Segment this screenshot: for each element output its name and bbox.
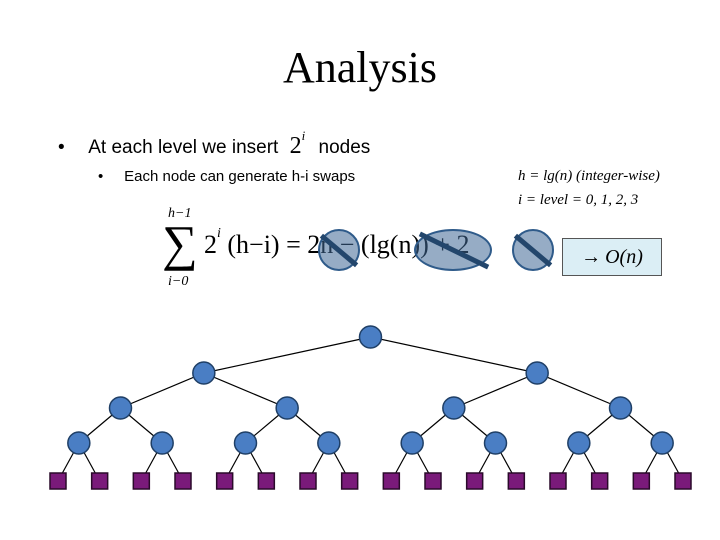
tree-node <box>317 431 341 455</box>
tree-node <box>358 325 383 349</box>
bullet-text: At each level we insert <box>88 137 279 158</box>
strike-circle-2 <box>414 229 492 271</box>
tree-leaf <box>257 472 276 490</box>
tree-edge <box>203 372 288 409</box>
tree-leaf <box>424 472 442 490</box>
bullet-marker: • <box>58 137 65 158</box>
tree-node <box>275 396 299 420</box>
tree-leaf <box>674 472 692 490</box>
arrow-icon: → <box>581 245 602 268</box>
power-expression: 2i <box>289 128 306 159</box>
tree-node <box>608 396 633 420</box>
tree-leaf <box>215 472 234 490</box>
tree-leaf <box>632 472 651 490</box>
tree-node <box>525 361 549 385</box>
height-note: h = lg(n) (integer-wise) <box>518 168 660 184</box>
sub-bullet-swaps: • Each node can generate h-i swaps <box>98 168 355 185</box>
tree-node <box>150 431 174 455</box>
strike-circle-1 <box>318 229 360 271</box>
sigma-symbol: ∑ <box>162 215 198 271</box>
tree-leaf <box>465 472 484 490</box>
tree-leaf <box>132 472 151 490</box>
tree-edge <box>453 372 538 409</box>
level-note: i = level = 0, 1, 2, 3 <box>518 192 639 208</box>
tree-node <box>650 431 674 455</box>
sub-bullet-text: Each node can generate h-i swaps <box>124 168 356 185</box>
tree-edge <box>370 336 538 374</box>
tree-node <box>108 396 133 420</box>
bullet-insert-nodes: • At each level we insert 2i nodes <box>58 128 371 160</box>
tree-leaf <box>299 472 317 490</box>
tree-node <box>67 431 91 455</box>
sum-lower-bound: i−0 <box>168 274 189 289</box>
tree-leaf <box>340 472 359 490</box>
tree-edge <box>120 372 205 409</box>
tree-node <box>567 431 591 455</box>
result-box: → O(n) <box>562 238 662 276</box>
tree-leaf <box>507 472 526 490</box>
tree-leaf <box>174 472 192 490</box>
tree-leaf <box>49 472 67 490</box>
tree-leaf <box>90 472 109 490</box>
tree-leaf <box>549 472 567 490</box>
strike-circle-3 <box>512 229 554 271</box>
tree-leaf <box>382 472 401 490</box>
sum-upper-bound: h−1 <box>168 206 192 221</box>
tree-node <box>192 361 216 385</box>
bullet-text-after: nodes <box>318 137 371 158</box>
tree-node <box>483 431 508 455</box>
tree-node <box>233 431 258 455</box>
tree-node <box>400 431 424 455</box>
result-text: O(n) <box>605 245 643 268</box>
tree-edge <box>203 336 371 374</box>
tree-node <box>442 396 466 420</box>
tree-edge <box>536 372 621 409</box>
sub-bullet-marker: • <box>98 168 104 185</box>
tree-leaf <box>590 472 609 490</box>
slide-title: Analysis <box>283 43 437 92</box>
